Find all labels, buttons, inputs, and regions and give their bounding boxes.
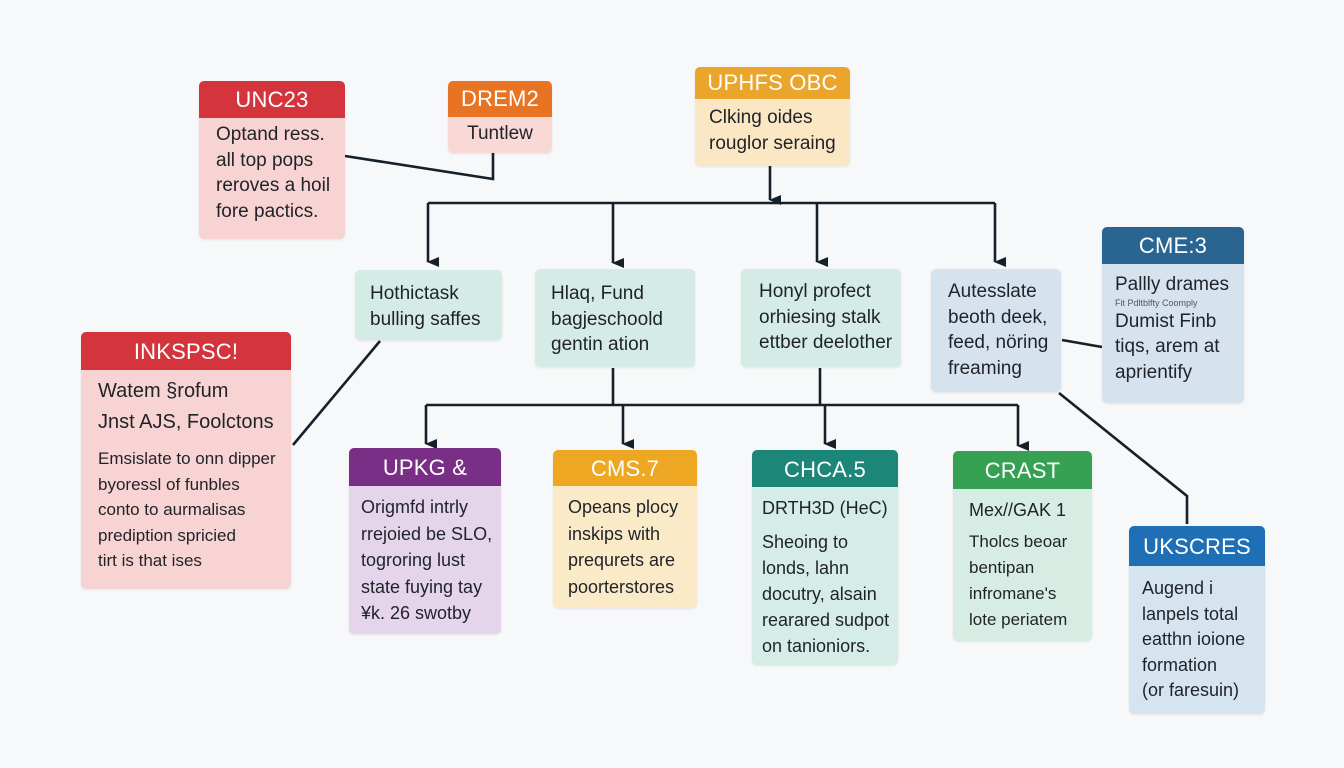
node-text: Origmfd intrly — [361, 497, 469, 517]
node-text: freaming — [948, 357, 1022, 379]
node-subtitle: Watem §rofum — [98, 380, 229, 402]
node-drem2-title: DREM2 — [448, 81, 552, 117]
node-text: Tuntlew — [467, 123, 533, 144]
node-text: aprientify — [1115, 361, 1193, 383]
node-text: feed, nöring — [948, 332, 1049, 353]
node-upkg-title: UPKG & — [349, 448, 501, 486]
node-subtitle: Jnst AJS, Foolctons — [98, 411, 274, 433]
node-autesslate[interactable]: Autesslate beoth deek, feed, nöring frea… — [931, 269, 1061, 392]
node-text: rrejoied be SLO, — [361, 523, 493, 544]
node-text: ettber deelother — [759, 332, 893, 353]
connector-unc23-drem2 — [344, 153, 495, 181]
node-text: tiqs, arem at — [1115, 336, 1220, 357]
node-text: Hothictask — [370, 283, 459, 304]
node-subtitle: Mex//GAK 1 — [969, 500, 1067, 520]
node-text: rouglor seraing — [709, 132, 836, 154]
node-text: fore pactics. — [216, 200, 319, 222]
node-text: lanpels total — [1142, 603, 1239, 624]
node-text: poorterstores — [568, 576, 675, 597]
connector-inkspsc-hothictask — [292, 340, 381, 446]
node-inkspsc-title: INKSPSC! — [81, 332, 291, 370]
node-text: prequrets are — [568, 550, 676, 570]
node-text: eatthn ioione — [1142, 629, 1246, 649]
node-text: Opeans plocy — [568, 497, 679, 517]
node-cms7-title: CMS.7 — [553, 450, 697, 486]
node-cms7[interactable]: CMS.7 Opeans plocy inskips with prequret… — [553, 450, 697, 608]
node-text: Emsislate to onn dipper — [98, 449, 276, 468]
node-text: ¥k. 26 swotby — [361, 603, 472, 623]
node-text: gentin ation — [551, 334, 650, 355]
node-text: byoressl of funbles — [98, 474, 240, 494]
node-text: infromane's — [969, 584, 1057, 603]
node-honyl[interactable]: Honyl profect orhiesing stalk ettber dee… — [741, 269, 901, 367]
node-drem2[interactable]: DREM2 Tuntlew — [448, 81, 552, 153]
node-text: Tholcs beoar — [969, 532, 1068, 551]
node-text: bulling saffes — [370, 308, 481, 330]
node-unc23-title: UNC23 — [199, 81, 345, 118]
node-text: londs, lahn — [762, 558, 850, 578]
node-crast[interactable]: CRAST Mex//GAK 1 Tholcs beoar bentipan i… — [953, 451, 1092, 641]
node-text: beoth deek, — [948, 306, 1048, 328]
node-subtitle: DRTH3D (HeC) — [762, 498, 888, 518]
node-text: reroves a hoil — [216, 175, 331, 196]
node-unc23[interactable]: UNC23 Optand ress. all top pops reroves … — [199, 81, 345, 239]
node-text: conto to aurmalisas — [98, 500, 246, 519]
node-text: bentipan — [969, 558, 1035, 577]
node-chca5[interactable]: CHCA.5 DRTH3D (HeC) Sheoing to londs, la… — [752, 450, 898, 665]
node-text: togrοring lust — [361, 550, 466, 570]
node-hothictask[interactable]: Hothictask bulling saffes — [355, 270, 502, 340]
node-text: Dumist Finb — [1115, 310, 1217, 332]
node-text: bagjeschoold — [551, 308, 663, 330]
node-upkg[interactable]: UPKG & Origmfd intrly rrejoied be SLO, t… — [349, 448, 501, 634]
node-text: prediption spricied — [98, 525, 236, 545]
node-text: Autesslate — [948, 281, 1037, 302]
node-text: rearared sudpot — [762, 610, 890, 630]
node-text: formation — [1142, 654, 1218, 675]
node-text: Hlaq, Fund — [551, 283, 644, 304]
node-text: inskips with — [568, 523, 661, 544]
node-fineprint: Fit Pdltblfty Coomply — [1115, 297, 1198, 308]
node-text: tirt is that ises — [98, 551, 202, 570]
node-text: on tanioniors. — [762, 636, 871, 656]
node-ukscres[interactable]: UKSCRES Augend i lanpels total eatthn io… — [1129, 526, 1265, 714]
node-text: state fuying tay — [361, 576, 483, 597]
node-cme3-title: CME:3 — [1102, 227, 1244, 264]
node-text: all top pops — [216, 149, 314, 171]
node-text: (or faresuin) — [1142, 680, 1240, 700]
node-uphfs-title: UPHFS OBC — [695, 67, 850, 99]
node-inkspsc[interactable]: INKSPSC! Watem §rofum Jnst AJS, Foolcton… — [81, 332, 291, 589]
node-uphfs-obc[interactable]: UPHFS OBC Clking oides rouglor seraing — [695, 67, 850, 166]
node-crast-title: CRAST — [953, 451, 1092, 489]
node-cme3[interactable]: CME:3 Pallly drames Fit Pdltblfty Coompl… — [1102, 227, 1244, 403]
node-chca5-title: CHCA.5 — [752, 450, 898, 487]
node-text: Sheoing to — [762, 532, 849, 552]
node-text: Clking oides — [709, 107, 813, 128]
node-text: Augend i — [1142, 578, 1214, 598]
node-text: docutry, alsain — [762, 584, 877, 604]
node-text: orhiesing stalk — [759, 306, 881, 328]
node-hlaq[interactable]: Hlaq, Fund bagjeschoold gentin ation — [535, 269, 695, 367]
node-text: Optand ress. — [216, 124, 325, 145]
node-ukscres-title: UKSCRES — [1129, 526, 1265, 566]
node-text: Pallly drames — [1115, 274, 1230, 295]
node-text: lote periatem — [969, 610, 1068, 629]
node-text: Honyl profect — [759, 281, 871, 302]
connector-autesslate-cme3 — [1061, 338, 1103, 349]
